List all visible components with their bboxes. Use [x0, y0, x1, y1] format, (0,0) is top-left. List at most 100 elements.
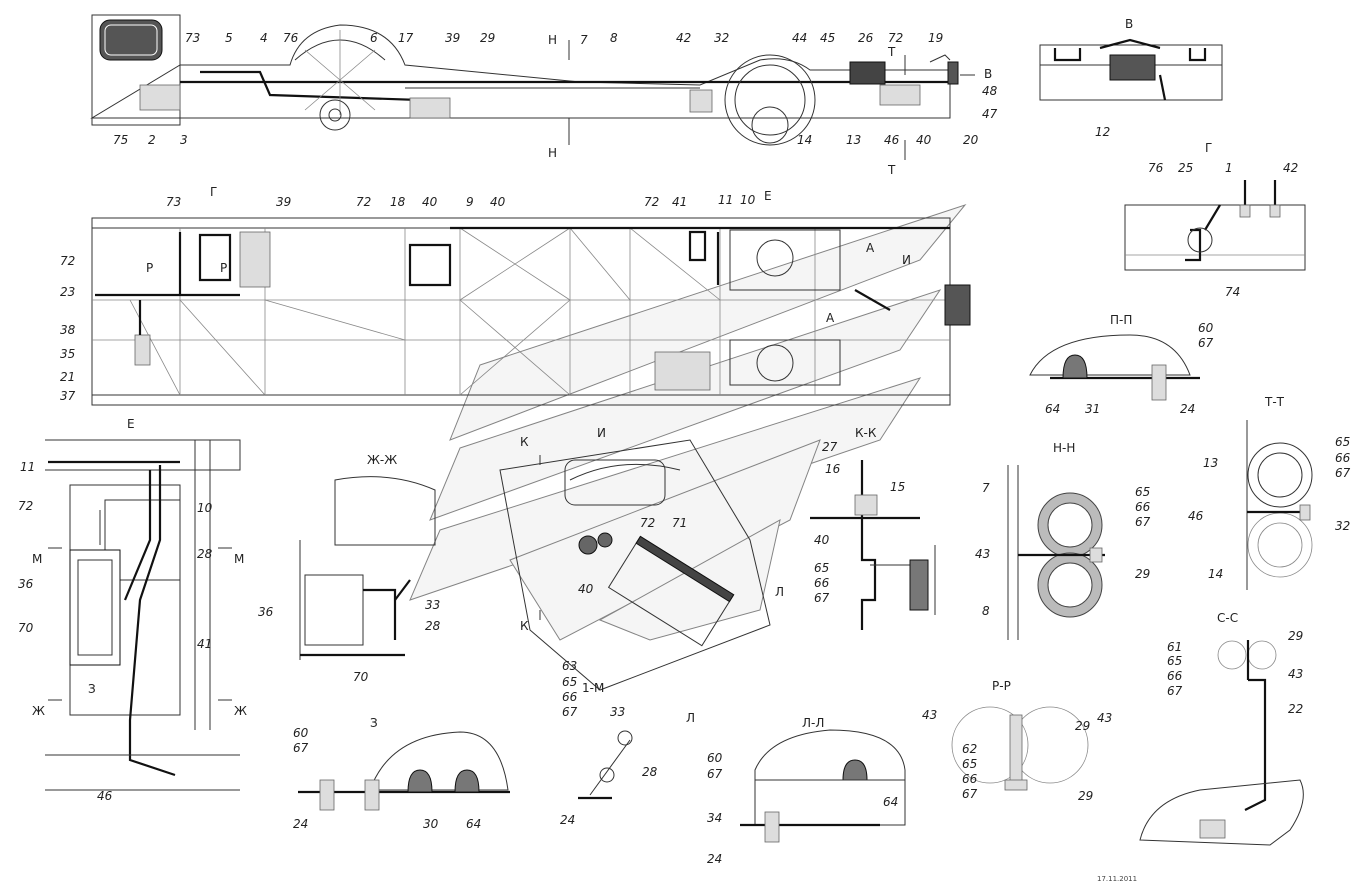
label-zhzh-28: 28 — [425, 619, 441, 633]
label-pp-60: 60 — [1198, 321, 1214, 335]
label-z-60: 60 — [293, 726, 309, 740]
label-e-11: 11 — [20, 460, 35, 474]
label-plan-18: 18 — [390, 195, 406, 209]
mark-a-k-bottom: К — [520, 619, 529, 633]
label-e-36a: 36 — [18, 577, 34, 591]
view-g — [1124, 180, 1306, 271]
label-rr-29a: 29 — [1075, 719, 1090, 733]
title-view-e: Е — [127, 417, 135, 431]
label-side-17: 17 — [398, 31, 414, 45]
label-side-20: 20 — [963, 133, 979, 147]
title-section-z: З — [370, 716, 378, 730]
label-side-48: 48 — [982, 84, 998, 98]
label-side-4: 4 — [260, 31, 268, 45]
section-pp — [1029, 334, 1200, 401]
label-rr-67: 67 — [962, 787, 978, 801]
section-lm — [578, 730, 633, 800]
label-plan-37: 37 — [60, 389, 76, 403]
section-ll — [740, 729, 906, 843]
label-plan-9: 9 — [466, 195, 474, 209]
label-pp-67: 67 — [1198, 336, 1214, 350]
title-section-pp: П-П — [1110, 313, 1132, 327]
label-side-46: 46 — [884, 133, 900, 147]
view-e — [45, 439, 241, 791]
label-plan-41: 41 — [672, 195, 687, 209]
label-ll-67: 67 — [707, 767, 723, 781]
label-g-74: 74 — [1225, 285, 1240, 299]
label-nn-8: 8 — [982, 604, 990, 618]
mark-side-n-top: Н — [548, 33, 557, 47]
section-rr — [951, 706, 1089, 791]
label-tt-13: 13 — [1203, 456, 1218, 470]
date-stamp: 17.11.2011 — [1097, 875, 1137, 883]
label-g-25: 25 — [1178, 161, 1193, 175]
label-plan-72a: 72 — [356, 195, 371, 209]
label-e-36b: 36 — [258, 605, 274, 619]
label-kk-27: 27 — [822, 440, 838, 454]
label-e-28: 28 — [197, 547, 213, 561]
label-side-13: 13 — [846, 133, 861, 147]
label-e-10: 10 — [197, 501, 213, 515]
label-lm-67: 67 — [562, 705, 578, 719]
title-section-kk: К-К — [855, 426, 877, 440]
mark-a-i: И — [597, 426, 606, 440]
mark-a-k-top: К — [520, 435, 529, 449]
label-cc-65: 65 — [1167, 654, 1182, 668]
label-zhzh-33: 33 — [425, 598, 440, 612]
mark-e-z: З — [88, 682, 96, 696]
label-ll-24: 24 — [707, 852, 722, 866]
title-view-v: В — [1125, 17, 1133, 31]
mark-plan-g: Г — [210, 185, 217, 199]
mark-e-zh-right: Ж — [234, 704, 247, 718]
label-side-40: 40 — [916, 133, 932, 147]
view-a — [499, 439, 771, 691]
label-tt-67: 67 — [1335, 466, 1351, 480]
label-pp-31: 31 — [1085, 402, 1100, 416]
mark-a-l-right: Л — [775, 585, 784, 599]
label-lm-65: 65 — [562, 675, 577, 689]
title-section-tt: Т-Т — [1264, 395, 1285, 409]
mark-e-m-right: М — [234, 552, 244, 566]
label-a-40: 40 — [578, 582, 594, 596]
title-section-zhzh: Ж-Ж — [367, 453, 397, 467]
label-plan-21: 21 — [60, 370, 75, 384]
label-cc-29: 29 — [1288, 629, 1303, 643]
label-side-45: 45 — [820, 31, 835, 45]
title-view-g: Г — [1205, 141, 1212, 155]
label-plan-38: 38 — [60, 323, 76, 337]
label-side-5: 5 — [225, 31, 233, 45]
label-side-7: 7 — [580, 33, 588, 47]
label-side-42: 42 — [676, 31, 691, 45]
label-pp-64: 64 — [1045, 402, 1060, 416]
section-tt — [1246, 420, 1313, 590]
section-nn — [1007, 465, 1105, 640]
label-nn-67: 67 — [1135, 515, 1151, 529]
label-plan-39: 39 — [276, 195, 291, 209]
label-rr-66: 66 — [962, 772, 978, 786]
label-cc-67: 67 — [1167, 684, 1183, 698]
label-e-46: 46 — [97, 789, 113, 803]
label-rr-43b: 43 — [922, 708, 937, 722]
label-cc-43: 43 — [1288, 667, 1303, 681]
label-kk-40: 40 — [814, 533, 830, 547]
label-lm-66: 66 — [562, 690, 578, 704]
label-g-76: 76 — [1148, 161, 1164, 175]
label-side-75: 75 — [113, 133, 128, 147]
title-section-lm: 1-М — [582, 681, 604, 695]
label-lm-24: 24 — [560, 813, 575, 827]
mark-plan-e: Е — [764, 189, 772, 203]
label-nn-43: 43 — [975, 547, 990, 561]
label-side-14: 14 — [797, 133, 812, 147]
mark-e-m-left: М — [32, 552, 42, 566]
label-nn-29: 29 — [1135, 567, 1150, 581]
label-z-67: 67 — [293, 741, 309, 755]
mark-plan-r-right: Р — [220, 261, 227, 275]
label-kk-15: 15 — [890, 480, 905, 494]
mark-side-t-top: Т — [887, 45, 896, 59]
label-a-72: 72 — [640, 516, 655, 530]
label-g-42: 42 — [1283, 161, 1298, 175]
label-ll-60: 60 — [707, 751, 723, 765]
label-z-24: 24 — [293, 817, 308, 831]
label-nn-7: 7 — [982, 481, 990, 495]
